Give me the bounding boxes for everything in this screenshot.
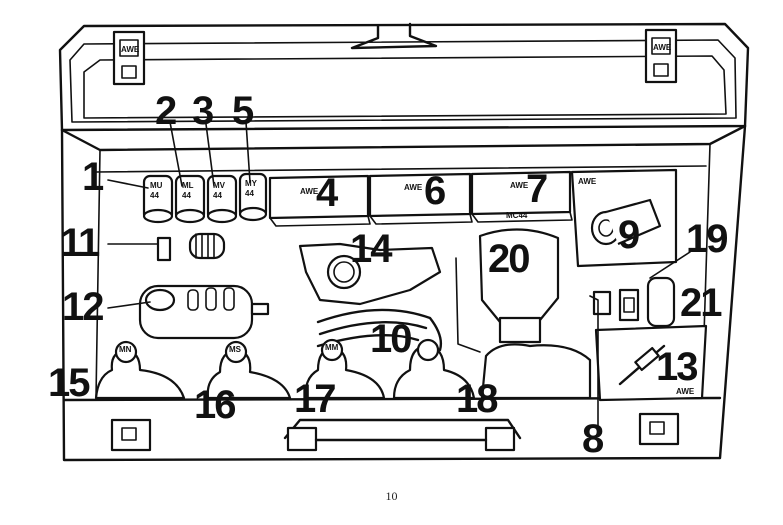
svg-text:ML: ML — [182, 181, 194, 190]
svg-text:MM: MM — [325, 343, 339, 352]
box-6: AWE — [368, 172, 473, 225]
bottle-15: MN — [94, 340, 186, 400]
callout-14: 14 — [350, 227, 393, 271]
bottles-row: MN MS MM — [94, 338, 476, 400]
svg-text:AWE: AWE — [300, 187, 319, 196]
page-number: 10 — [385, 489, 398, 503]
svg-text:44: 44 — [245, 189, 254, 198]
callout-9: 9 — [618, 213, 639, 257]
leader-lines — [107, 121, 691, 431]
cylinder-12 — [138, 284, 270, 340]
callout-10: 10 — [370, 317, 411, 361]
callout-1: 1 — [82, 155, 104, 199]
jar-3: MV 44 — [206, 174, 238, 224]
callout-8: 8 — [582, 417, 604, 461]
jar-1: MU 44 — [142, 174, 174, 224]
svg-text:44: 44 — [150, 191, 159, 200]
svg-text:AWE: AWE — [404, 183, 423, 192]
callout-13: 13 — [656, 345, 697, 389]
jar-5: MY 44 — [238, 172, 268, 222]
callout-7: 7 — [526, 167, 547, 211]
syringe-box-13: AWE — [594, 324, 708, 402]
svg-text:MC44: MC44 — [506, 211, 528, 220]
svg-text:MS: MS — [229, 345, 242, 354]
callout-2: 2 — [155, 89, 176, 133]
callout-6: 6 — [424, 169, 445, 213]
callout-4: 4 — [316, 171, 339, 215]
svg-text:44: 44 — [213, 191, 222, 200]
bottle-17: MM — [304, 338, 386, 400]
item-11 — [156, 232, 226, 262]
callout-3: 3 — [192, 89, 213, 133]
callout-11: 11 — [60, 221, 100, 265]
item-21 — [646, 276, 676, 328]
canister-20 — [455, 228, 560, 353]
case-lid: AWE AWE — [58, 22, 750, 132]
svg-text:MN: MN — [119, 345, 132, 354]
svg-text:MY: MY — [245, 179, 258, 188]
box-4: AWE — [268, 174, 371, 227]
callout-5: 5 — [232, 89, 254, 133]
bottle-16: MS — [206, 340, 292, 400]
callout-15: 15 — [48, 361, 90, 405]
clasp-right — [638, 412, 680, 446]
svg-text:44: 44 — [182, 191, 191, 200]
svg-text:AWE: AWE — [676, 387, 695, 396]
callout-12: 12 — [62, 285, 103, 329]
clasp-left — [110, 418, 152, 452]
item-8 — [592, 290, 612, 316]
lid-latch-right: AWE — [644, 28, 678, 84]
svg-text:AWE: AWE — [578, 177, 597, 186]
callout-20: 20 — [488, 237, 529, 281]
bandage-roll-box: AWE — [570, 168, 678, 268]
callout-16: 16 — [194, 383, 235, 427]
lid-latch-left: AWE — [112, 30, 146, 86]
boxes-row: AWE AWE AWE MC44 — [268, 170, 573, 227]
jar-2: ML 44 — [174, 174, 206, 224]
latch-mark-left: AWE — [121, 45, 140, 54]
svg-text:AWE: AWE — [510, 181, 529, 190]
callout-21: 21 — [680, 281, 722, 325]
callout-17: 17 — [294, 377, 335, 421]
svg-text:MU: MU — [150, 181, 163, 190]
callout-18: 18 — [456, 377, 498, 421]
item-19 — [618, 288, 640, 322]
callout-numbers: 1 2 3 5 4 6 7 9 11 14 20 19 12 21 10 13 … — [48, 89, 729, 461]
case-handle — [283, 418, 522, 452]
small-jars: MU 44 ML 44 MV 44 MY 44 — [142, 172, 268, 224]
box-7: AWE MC44 — [470, 170, 573, 223]
latch-mark-right: AWE — [653, 43, 672, 52]
mask-14 — [298, 242, 442, 306]
svg-text:MV: MV — [213, 181, 226, 190]
bottle-18 — [392, 338, 476, 400]
gauze-pile — [480, 343, 592, 400]
callout-19: 19 — [686, 217, 727, 261]
